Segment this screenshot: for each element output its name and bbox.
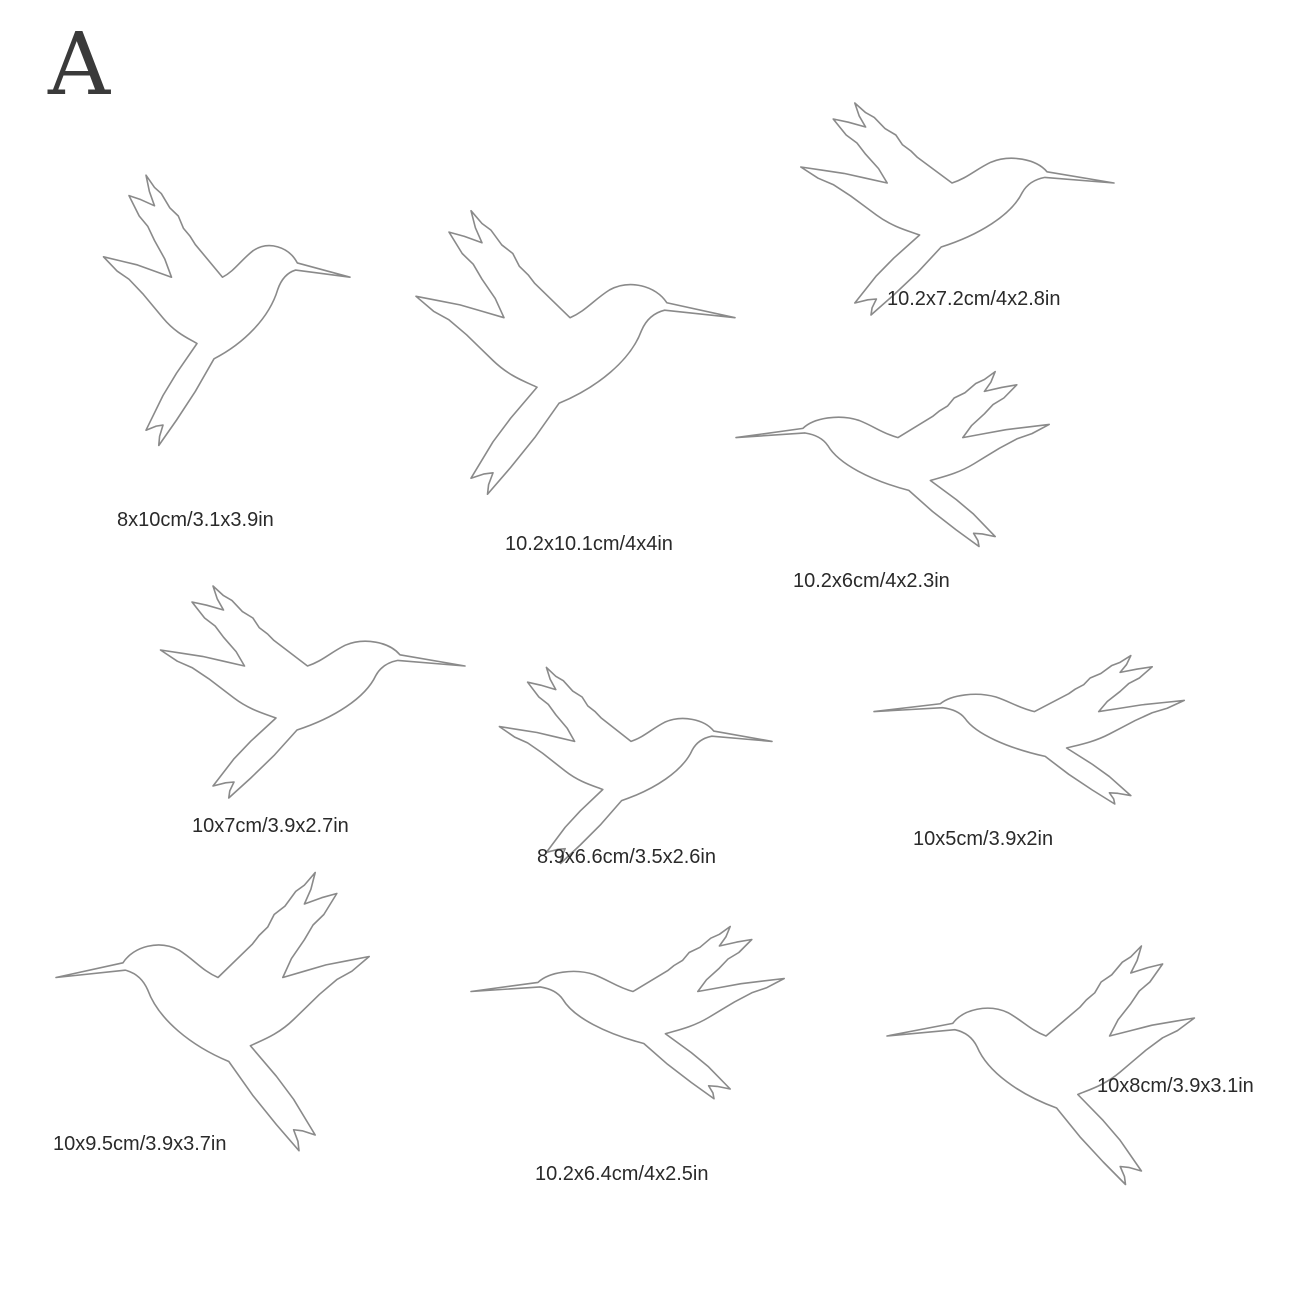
- size-label-8: 10x9.5cm/3.9x3.7in: [53, 1133, 227, 1155]
- size-label-3: 10.2x7.2cm/4x2.8in: [887, 288, 1061, 310]
- size-label-7: 10x5cm/3.9x2in: [913, 828, 1054, 850]
- hummingbird-1-outline: [102, 174, 351, 447]
- hummingbird-10-outline: [886, 945, 1196, 1186]
- hummingbird-9-outline: [470, 925, 786, 1100]
- variant-letter: A: [48, 15, 111, 115]
- hummingbird-5-outline: [159, 585, 466, 799]
- size-label-1: 8x10cm/3.1x3.9in: [117, 509, 274, 531]
- hummingbird-3-outline: [799, 102, 1115, 316]
- hummingbird-2-outline: [415, 209, 736, 496]
- size-label-4: 10.2x6cm/4x2.3in: [793, 570, 950, 592]
- size-label-10: 10x8cm/3.9x3.1in: [1097, 1075, 1254, 1097]
- hummingbird-6-outline: [498, 666, 773, 865]
- hummingbird-7-outline: [873, 654, 1186, 805]
- size-label-6: 8.9x6.6cm/3.5x2.6in: [537, 846, 716, 868]
- size-label-9: 10.2x6.4cm/4x2.5in: [535, 1163, 709, 1185]
- hummingbird-4-outline: [735, 370, 1051, 548]
- size-label-2: 10.2x10.1cm/4x4in: [505, 533, 673, 555]
- hummingbird-8-outline: [55, 871, 371, 1152]
- size-label-5: 10x7cm/3.9x2.7in: [192, 815, 349, 837]
